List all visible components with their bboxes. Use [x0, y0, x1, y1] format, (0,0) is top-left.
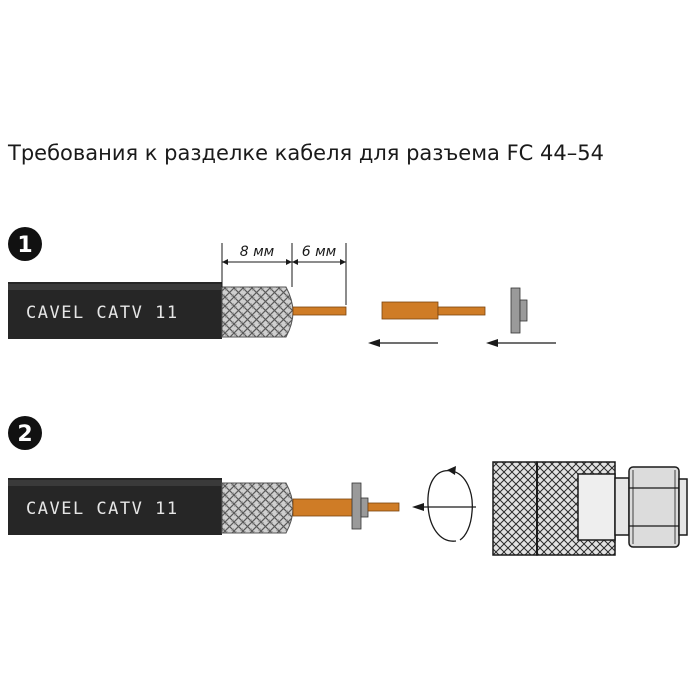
- step-2-cable-jacket: [8, 478, 222, 535]
- dimension-6mm: 6 мм: [302, 244, 337, 260]
- step-1-cable-jacket: [8, 282, 222, 339]
- step-2: 2 CAVEL CATV 11: [8, 416, 688, 556]
- f-connector: [492, 461, 688, 556]
- step-2-number: 2: [17, 422, 32, 447]
- rotate-arrow-icon: [427, 466, 473, 542]
- step-2-braid: [221, 482, 294, 534]
- page-title: Требования к разделке кабеля для разъема…: [7, 141, 604, 165]
- connector-hex-nut: [628, 466, 680, 548]
- step-1-dielectric-sleeve: [381, 301, 439, 320]
- step-1-braid: [221, 286, 294, 338]
- step-2-center-core: [367, 502, 400, 512]
- step-2-cable-label: CAVEL CATV 11: [26, 499, 179, 519]
- connector-knurled-body: [492, 461, 538, 556]
- step-1-number: 1: [17, 233, 32, 258]
- step-1-cable-label: CAVEL CATV 11: [26, 303, 179, 323]
- step-1-badge: [8, 227, 42, 261]
- dimension-8mm: 8 мм: [240, 244, 275, 260]
- step-1-washer: [510, 287, 521, 334]
- step-2-dielectric-sleeve: [292, 498, 354, 517]
- step-1: 1 CAVEL CATV 11 8 мм 6 мм: [8, 227, 556, 347]
- connector-collar: [577, 473, 616, 541]
- step-2-washer: [351, 482, 362, 530]
- step-1-center-core: [292, 306, 347, 316]
- step-2-badge: [8, 416, 42, 450]
- step-1-sleeve-pin: [437, 306, 486, 316]
- step-1-dimensions: 8 мм 6 мм: [221, 243, 347, 305]
